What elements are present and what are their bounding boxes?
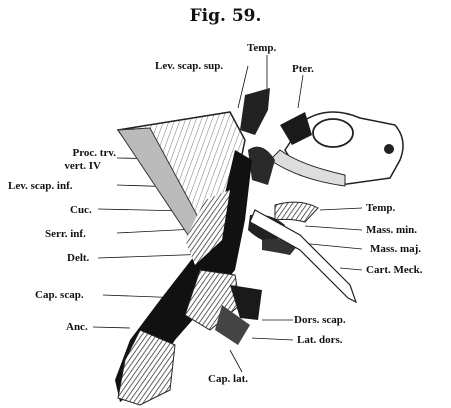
label-lev-scap-inf: Lev. scap. inf. [8, 180, 72, 192]
masseter-region [275, 202, 318, 222]
anconeus [118, 330, 175, 405]
label-cuc: Cuc. [70, 204, 92, 216]
label-lat-dors: Lat. dors. [297, 334, 343, 346]
eye-orbit [313, 119, 353, 147]
meckel-cartilage [250, 210, 356, 302]
label-pter: Pter. [292, 63, 314, 75]
label-proc-trv: Proc. trv. [38, 147, 116, 159]
label-cap-lat: Cap. lat. [208, 373, 248, 385]
label-serr-inf: Serr. inf. [45, 228, 86, 240]
label-cart-meck: Cart. Meck. [366, 264, 423, 276]
label-mass-min: Mass. min. [366, 224, 417, 236]
label-vert-iv: vert. IV [38, 160, 101, 172]
nostril [384, 144, 394, 154]
label-anc: Anc. [66, 321, 88, 333]
label-cap-scap: Cap. scap. [35, 289, 84, 301]
label-temp-right: Temp. [366, 202, 395, 214]
label-dors-scap: Dors. scap. [294, 314, 346, 326]
label-delt: Delt. [67, 252, 89, 264]
temporal-muscle [240, 88, 270, 135]
label-temp-top: Temp. [247, 42, 276, 54]
label-mass-maj: Mass. maj. [370, 243, 421, 255]
label-lev-scap-sup: Lev. scap. sup. [155, 60, 223, 72]
